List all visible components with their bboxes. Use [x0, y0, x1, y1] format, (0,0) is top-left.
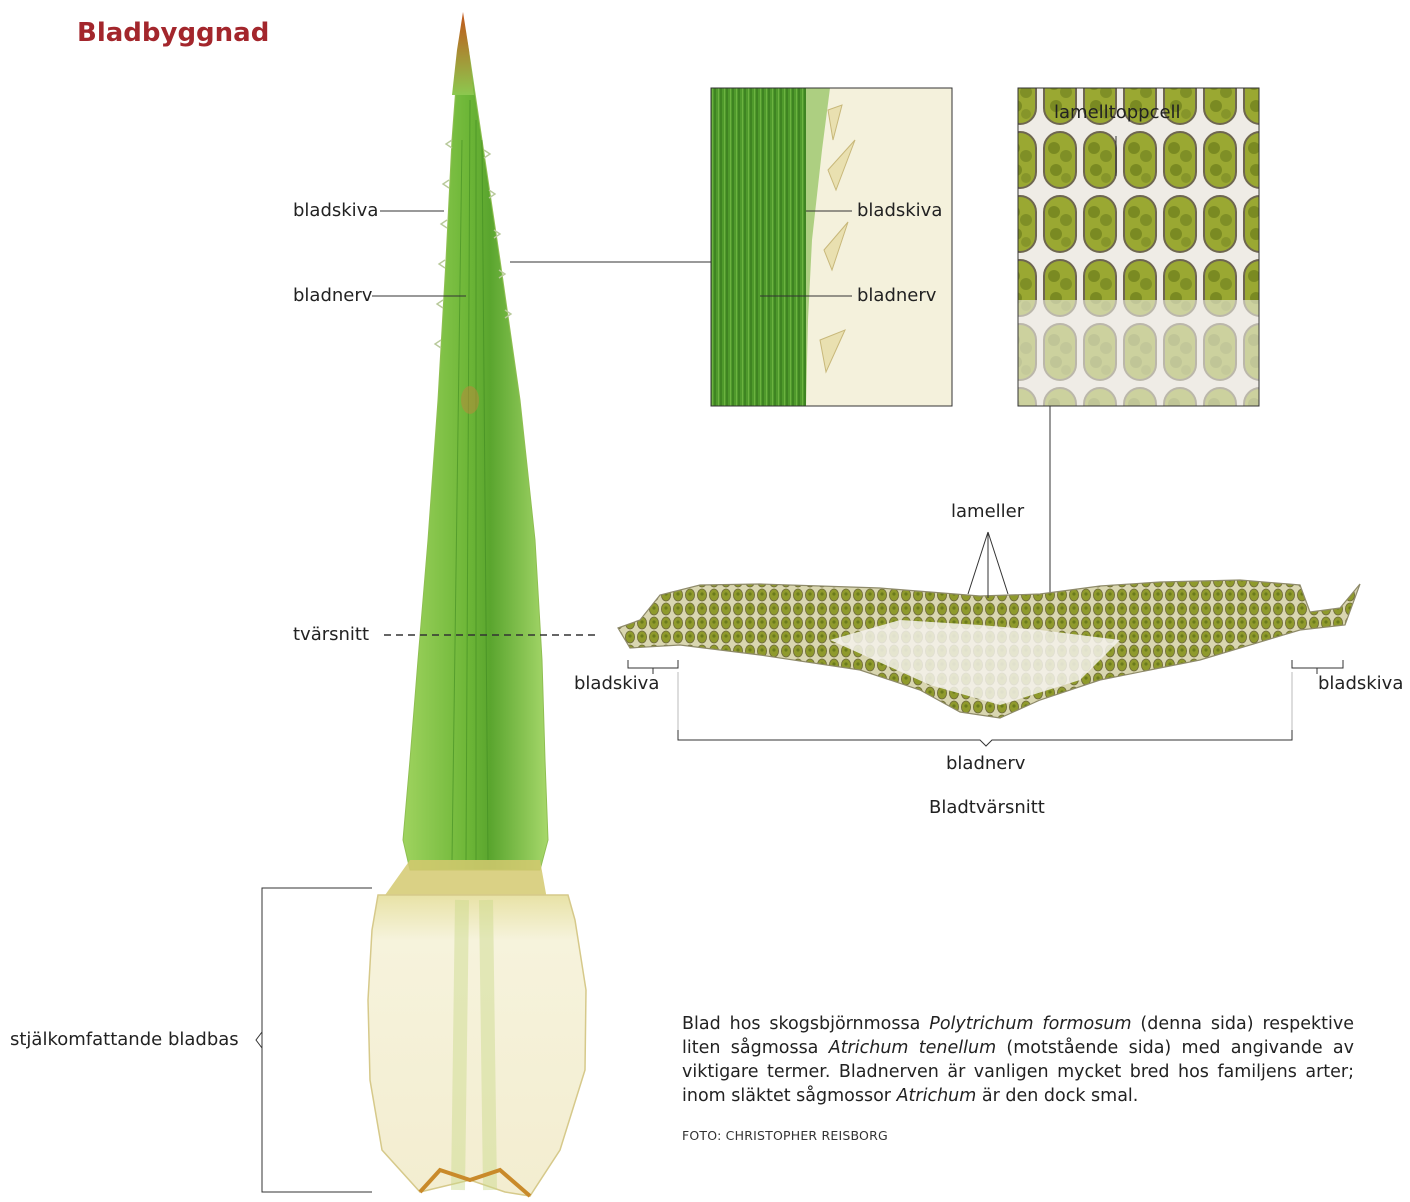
caption-text: är den dock smal. [976, 1086, 1138, 1106]
inset-leaf-edge [711, 88, 952, 406]
label-lamellae: lameller [951, 501, 1024, 523]
inset-lamella-cells [1018, 88, 1259, 406]
cross-section [618, 532, 1360, 746]
label-section-lamina-left: bladskiva [574, 673, 659, 695]
label-cross-section: tvärsnitt [293, 624, 369, 646]
caption-text: Blad hos skogsbjörnmossa [682, 1014, 929, 1034]
leaf-tip [452, 12, 474, 95]
label-section-lamina-right: bladskiva [1318, 673, 1403, 695]
label-section-nerve: bladnerv [946, 753, 1025, 775]
label-lamella-top-cell: lamelltoppcell [1054, 102, 1181, 124]
leaf-base [368, 895, 586, 1196]
caption-genus-name: Atrichum [897, 1086, 977, 1106]
label-section-title: Bladtvärsnitt [929, 797, 1045, 819]
caption-species-name: Polytrichum formosum [929, 1014, 1131, 1034]
label-inset-lamina: bladskiva [857, 200, 942, 222]
caption-species-name: Atrichum tenellum [829, 1038, 996, 1058]
figure-caption: Blad hos skogsbjörnmossa Polytrichum for… [682, 1012, 1354, 1108]
photo-credit: FOTO: CHRISTOPHER REISBORG [682, 1128, 888, 1143]
label-leaf-nerve: bladnerv [293, 285, 372, 307]
label-leaf-lamina: bladskiva [293, 200, 378, 222]
label-sheathing-base: stjälkomfattande bladbas [10, 1029, 239, 1051]
label-inset-nerve: bladnerv [857, 285, 936, 307]
